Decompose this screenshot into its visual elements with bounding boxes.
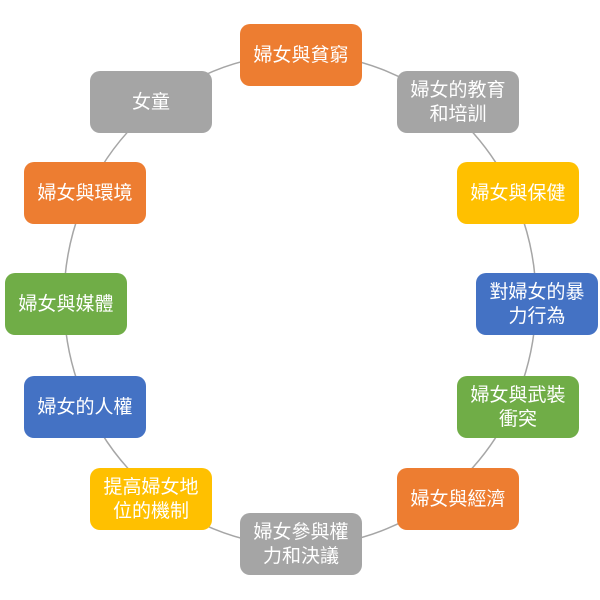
node-women-and-economy: 婦女與經濟 [397, 468, 519, 530]
node-label: 婦女與武裝 [470, 384, 566, 406]
node-institutional-mechanisms: 提高婦女地 位的機制 [90, 468, 212, 530]
node-women-and-health: 婦女與保健 [457, 162, 579, 224]
node-label: 和培訓 [429, 103, 487, 125]
node-label: 衝突 [498, 408, 537, 430]
node-label: 位的機制 [112, 500, 189, 522]
node-power-and-decision-making: 婦女參與權 力和決議 [240, 513, 362, 575]
node-label: 力和決議 [262, 545, 339, 567]
node-label: 婦女的教育 [410, 79, 506, 101]
node-women-and-media: 婦女與媒體 [5, 273, 127, 335]
node-label: 婦女的人權 [37, 396, 133, 418]
node-girl-child: 女童 [90, 71, 212, 133]
node-label: 婦女與保健 [470, 182, 566, 204]
node-women-and-armed-conflict: 婦女與武裝 衝突 [457, 376, 579, 438]
node-label: 力行為 [508, 305, 566, 327]
node-label: 婦女與媒體 [18, 293, 114, 315]
node-label: 婦女與環境 [37, 182, 133, 204]
node-label: 婦女與經濟 [410, 488, 506, 510]
node-women-and-poverty: 婦女與貧窮 [240, 24, 362, 86]
node-education-and-training: 婦女的教育 和培訓 [397, 71, 519, 133]
node-human-rights-of-women: 婦女的人權 [24, 376, 146, 438]
node-women-and-environment: 婦女與環境 [24, 162, 146, 224]
node-label: 對婦女的暴 [489, 281, 585, 303]
node-label: 婦女與貧窮 [253, 44, 349, 66]
node-label: 女童 [131, 91, 170, 113]
node-violence-against-women: 對婦女的暴 力行為 [476, 273, 598, 335]
node-label: 婦女參與權 [253, 521, 349, 543]
node-label: 提高婦女地 [103, 476, 199, 498]
